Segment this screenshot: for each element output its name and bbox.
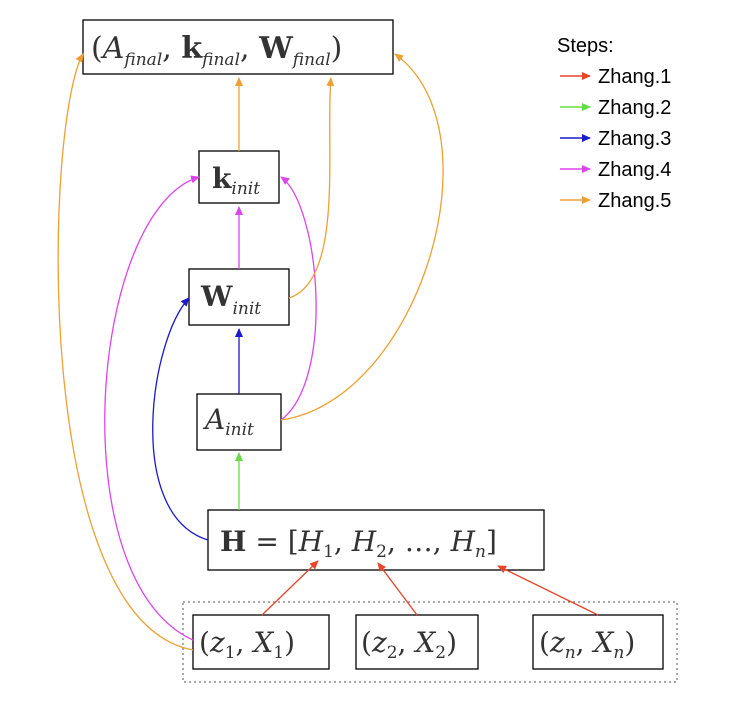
node-a-init: Ainit	[196, 393, 282, 451]
legend-item: Zhang.1	[560, 66, 671, 88]
svg-text:Zhang.2: Zhang.2	[598, 97, 671, 119]
svg-text:Winit: Winit	[200, 280, 261, 319]
svg-text:Zhang.5: Zhang.5	[598, 190, 671, 212]
svg-text:(Afinal, kfinal, Wfinal): (Afinal, kfinal, Wfinal)	[91, 31, 342, 70]
legend-item: Zhang.5	[560, 190, 671, 212]
edge-z1-to-final	[57, 53, 194, 651]
svg-text:(z2, X2): (z2, X2)	[361, 626, 457, 663]
legend-item: Zhang.2	[560, 97, 671, 119]
edge-z2-to-h	[377, 562, 418, 616]
node-w-init: Winit	[188, 268, 290, 326]
node-final: (Afinal, kfinal, Wfinal)	[82, 19, 394, 75]
edge-z1-to-k-init	[104, 175, 200, 641]
node-zn: (zn, Xn)	[532, 614, 664, 670]
node-z1: (z1, X1)	[192, 614, 330, 670]
edge-z1-to-h	[261, 560, 319, 616]
legend-title: Steps:	[557, 35, 614, 57]
svg-text:(zn, Xn): (zn, Xn)	[539, 626, 635, 663]
edge-w-init-to-final	[288, 77, 335, 299]
svg-text:Zhang.3: Zhang.3	[598, 128, 671, 150]
edge-a-init-to-final	[280, 53, 444, 421]
svg-text:(z1, X1): (z1, X1)	[199, 626, 295, 663]
edge-h-to-w-init	[152, 297, 209, 541]
node-z2: (z2, X2)	[355, 614, 479, 670]
legend-item: Zhang.4	[560, 159, 671, 181]
node-h: H = [H1, H2, …, Hn]	[207, 509, 545, 571]
legend: Steps: Zhang.1 Zhang.2 Zhang.3 Zhang.4 Z…	[557, 35, 671, 212]
svg-text:Zhang.4: Zhang.4	[598, 159, 671, 181]
node-k-init: kinit	[198, 150, 280, 204]
edge-a-init-to-k-init	[280, 176, 317, 421]
svg-text:H = [H1, H2, …, Hn]: H = [H1, H2, …, Hn]	[220, 525, 497, 562]
legend-item: Zhang.3	[560, 128, 671, 150]
svg-text:Zhang.1: Zhang.1	[598, 66, 671, 88]
svg-text:Ainit: Ainit	[202, 403, 254, 440]
inputs-group	[182, 601, 678, 683]
edge-zn-to-h	[497, 565, 599, 616]
svg-text:kinit: kinit	[212, 162, 260, 199]
